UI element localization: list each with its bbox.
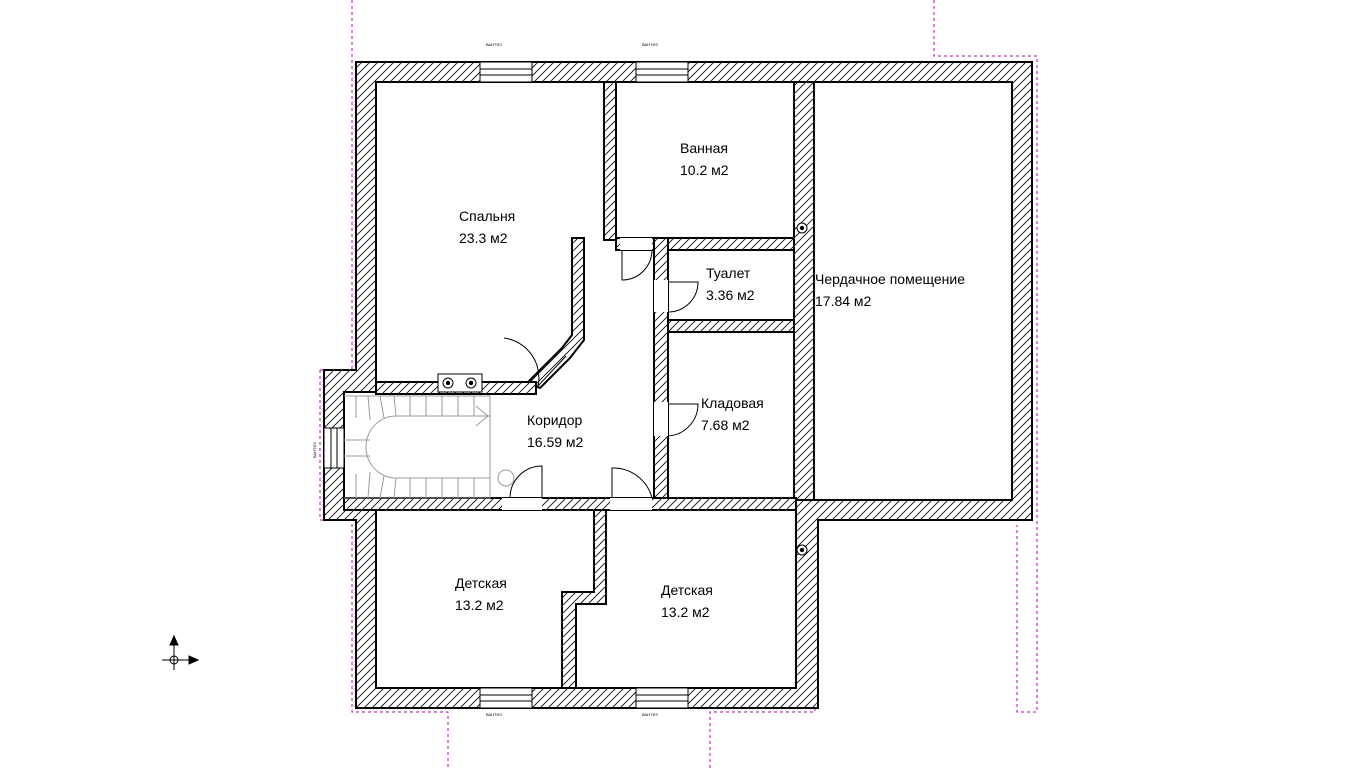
room-name: Кладовая — [701, 395, 764, 411]
window-tag: ВАНТИЗ — [642, 712, 658, 717]
room-area: 10.2 м2 — [680, 162, 729, 178]
room-corridor: Коридор 16.59 м2 — [527, 412, 584, 450]
window-tag: ВАНТИЗ — [486, 712, 502, 717]
room-area: 3.36 м2 — [706, 287, 755, 303]
room-name: Чердачное помещение — [815, 271, 965, 287]
vent-symbols — [437, 222, 808, 556]
room-name: Коридор — [527, 412, 583, 428]
room-area: 13.2 м2 — [455, 597, 504, 613]
openings — [323, 61, 689, 709]
room-area: 13.2 м2 — [661, 604, 710, 620]
room-kids-1: Детская 13.2 м2 — [455, 575, 507, 613]
window-tag: ВАНТИЗ — [486, 42, 502, 47]
window-tag: ВАНТИЗ — [642, 42, 658, 47]
room-name: Ванная — [680, 140, 728, 156]
origin-marker — [162, 634, 200, 670]
room-area: 7.68 м2 — [701, 417, 750, 433]
interior-walls — [343, 81, 815, 689]
room-name: Детская — [455, 575, 507, 591]
room-name: Спальня — [459, 208, 515, 224]
window-tag: ВАНТИЗ — [312, 442, 317, 458]
room-toilet: Туалет 3.36 м2 — [706, 265, 755, 303]
room-storage: Кладовая 7.68 м2 — [701, 395, 764, 433]
room-name: Детская — [661, 582, 713, 598]
door-swings — [503, 249, 699, 499]
room-bathroom: Ванная 10.2 м2 — [680, 140, 729, 178]
room-area: 16.59 м2 — [527, 434, 584, 450]
room-name: Туалет — [706, 265, 751, 281]
outer-wall — [323, 61, 1033, 709]
room-attic: Чердачное помещение 17.84 м2 — [815, 271, 965, 309]
room-area: 17.84 м2 — [815, 293, 872, 309]
room-bedroom: Спальня 23.3 м2 — [459, 208, 515, 246]
room-kids-2: Детская 13.2 м2 — [661, 582, 713, 620]
staircase — [344, 395, 515, 499]
room-area: 23.3 м2 — [459, 230, 508, 246]
